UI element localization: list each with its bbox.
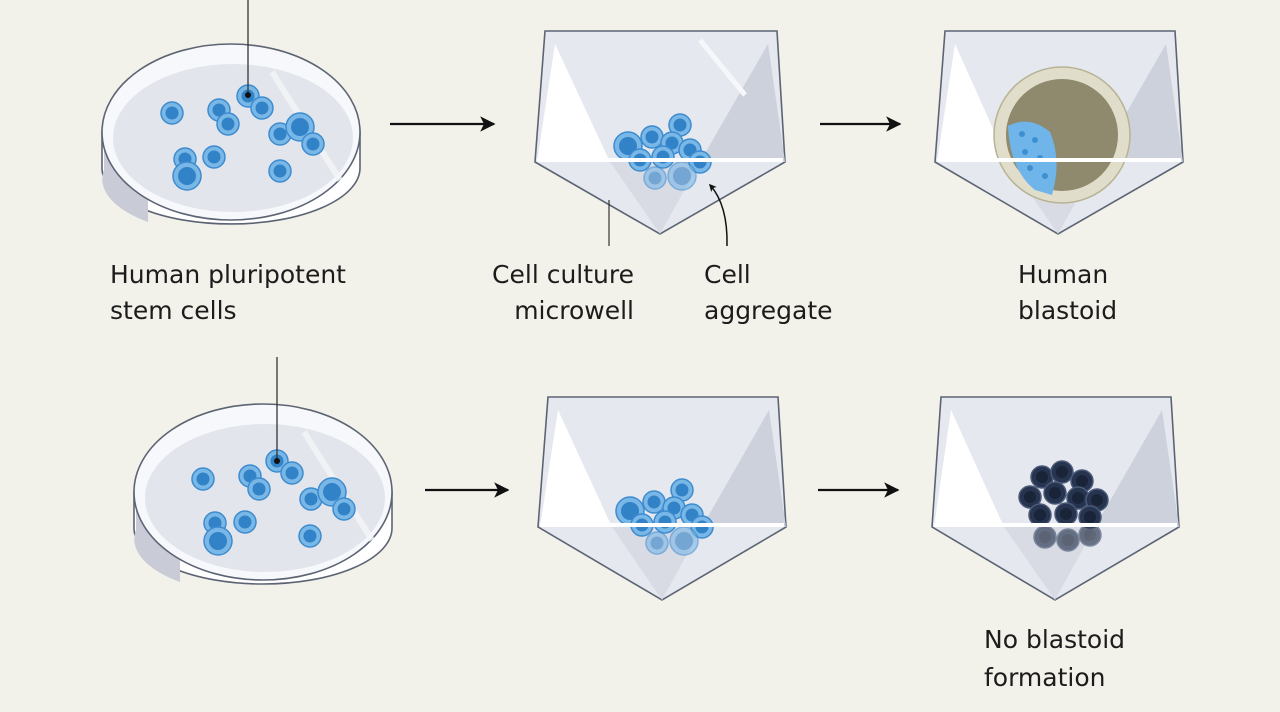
- label-line: Cell culture: [492, 260, 634, 289]
- label-line: stem cells: [110, 296, 237, 325]
- label-microwell: Cell culture microwell: [462, 257, 634, 329]
- label-cell-aggregate: Cell aggregate: [704, 257, 833, 329]
- microwell-bottom: [537, 396, 787, 601]
- petri-dish-bottom: [133, 357, 393, 585]
- petri-dish-top: [101, 0, 361, 225]
- label-line: aggregate: [704, 296, 833, 325]
- label-no-blastoid: No blastoid formation: [984, 621, 1125, 697]
- label-line: Human pluripotent: [110, 260, 346, 289]
- microwell-no-blastoid: [931, 396, 1180, 601]
- label-human-blastoid: Human blastoid: [1018, 257, 1117, 329]
- microwell-top: [534, 30, 786, 247]
- label-stem-cells: Human pluripotent stem cells: [110, 257, 346, 329]
- blastoid: [993, 66, 1131, 204]
- label-line: blastoid: [1018, 296, 1118, 325]
- label-line: No blastoid: [984, 625, 1126, 654]
- label-line: Human: [1018, 260, 1109, 289]
- microwell-blastoid: [934, 30, 1184, 235]
- label-line: formation: [984, 663, 1106, 692]
- label-line: microwell: [514, 296, 634, 325]
- label-line: Cell: [704, 260, 751, 289]
- curved-arrow-icon: [708, 183, 728, 247]
